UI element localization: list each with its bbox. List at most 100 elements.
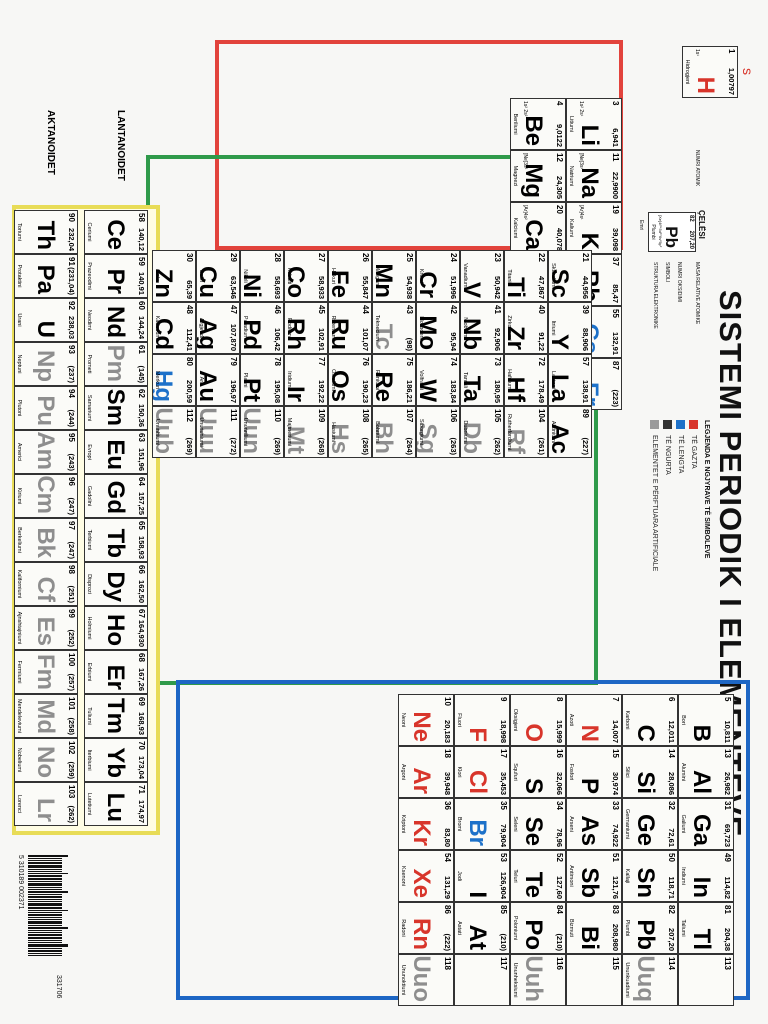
element-number: 47: [229, 305, 238, 314]
element-name: Disprozi: [86, 574, 92, 594]
element-symbol: Sb: [576, 867, 603, 898]
element-cell-113: 113: [678, 954, 734, 1006]
element-symbol: I: [464, 891, 491, 898]
element-number: 74: [449, 357, 458, 366]
element-number: 25: [405, 253, 414, 262]
element-number: 86: [443, 905, 452, 914]
element-symbol: B: [688, 724, 715, 742]
element-mass: (262): [493, 437, 502, 455]
element-name: Kalciumi: [512, 217, 518, 239]
element-symbol: Ge: [632, 813, 659, 846]
element-mass: (247): [67, 541, 76, 559]
element-mass: 50,942: [493, 276, 502, 299]
element-mass: (265): [361, 437, 370, 455]
element-name: Zinku: [154, 269, 160, 283]
element-name: Holmiumi: [86, 616, 92, 640]
element-number: 67: [137, 609, 146, 618]
element-symbol: O: [520, 723, 547, 742]
element-config: [Ar]4s²: [522, 205, 528, 220]
element-number: 73: [493, 357, 502, 366]
element-mass: 83,80: [443, 828, 452, 847]
barcode-bar: [28, 912, 62, 913]
legend-label: TË GAZTA: [690, 435, 697, 469]
element-symbol: Nd: [102, 306, 129, 338]
element-mass: (264): [405, 437, 414, 455]
element-mass: 102,91: [317, 328, 326, 351]
element-mass: 22,9900: [611, 171, 620, 199]
element-number: 35: [499, 801, 508, 810]
element-mass: 74,922: [611, 824, 620, 847]
element-number: 117: [499, 957, 508, 970]
element-name: Fermiumi: [16, 660, 22, 684]
element-mass: 35,453: [499, 772, 508, 795]
element-mass: 28,086: [667, 772, 676, 795]
element-cell-117: 117: [454, 954, 510, 1006]
element-name: Iridiumi: [286, 371, 292, 389]
element-name: Iterbiumi: [86, 749, 92, 771]
element-name: Alumini: [680, 762, 686, 782]
element-number: 20: [555, 205, 564, 214]
element-mass: 39,098: [611, 228, 620, 251]
element-mass: 26,982: [723, 772, 732, 795]
element-number: 65: [137, 521, 146, 530]
barcode-bar: [28, 934, 62, 936]
element-number: 51: [611, 853, 620, 862]
element-symbol: Li: [576, 124, 603, 146]
key-symbol-label: SIMBOLI: [664, 262, 670, 283]
element-number: 68: [137, 653, 146, 662]
element-mass: 58,933: [317, 276, 326, 299]
element-name: Protaktini: [16, 264, 22, 288]
element-name: Kromi: [418, 268, 424, 284]
element-mass: 24,305: [555, 176, 564, 199]
element-symbol: Ca: [520, 219, 547, 250]
element-symbol: Pr: [102, 268, 129, 294]
element-number: 112: [185, 409, 194, 422]
element-number: 6: [667, 697, 676, 702]
element-name: Ksenoni: [400, 866, 406, 886]
element-symbol: Th: [32, 220, 59, 250]
element-number: 49: [723, 853, 732, 862]
element-mass: 106,42: [273, 328, 282, 351]
barcode-bar: [28, 889, 62, 890]
element-number: 77: [317, 357, 326, 366]
element-number: 44: [361, 305, 370, 314]
barcode-bar: [28, 910, 68, 911]
element-mass: 54,938: [405, 276, 414, 299]
element-symbol: Np: [32, 350, 59, 382]
element-mass: (210): [499, 933, 508, 951]
element-number: 114: [667, 957, 676, 970]
element-number: 12: [555, 153, 564, 162]
element-symbol: Yb: [102, 747, 129, 778]
element-mass: 69,723: [723, 824, 732, 847]
element-mass: 192,22: [317, 380, 326, 403]
element-number: 19: [611, 205, 620, 214]
element-number: 111: [229, 409, 238, 422]
key-mass-label: MASA RELATIVE ATOMIKE: [694, 262, 700, 325]
element-mass: (223): [611, 389, 620, 407]
element-number: 72: [537, 357, 546, 366]
key-heading: ÇELËSI: [697, 210, 706, 239]
element-number: 16: [555, 749, 564, 758]
element-name: Merkuri: [154, 370, 160, 390]
barcode-bar: [28, 942, 62, 943]
element-name: Radoni: [400, 919, 406, 937]
element-symbol: Ho: [102, 614, 129, 646]
element-number: 55: [611, 309, 620, 318]
element-number: 41: [493, 305, 502, 314]
element-mass: 88,906: [581, 328, 590, 351]
